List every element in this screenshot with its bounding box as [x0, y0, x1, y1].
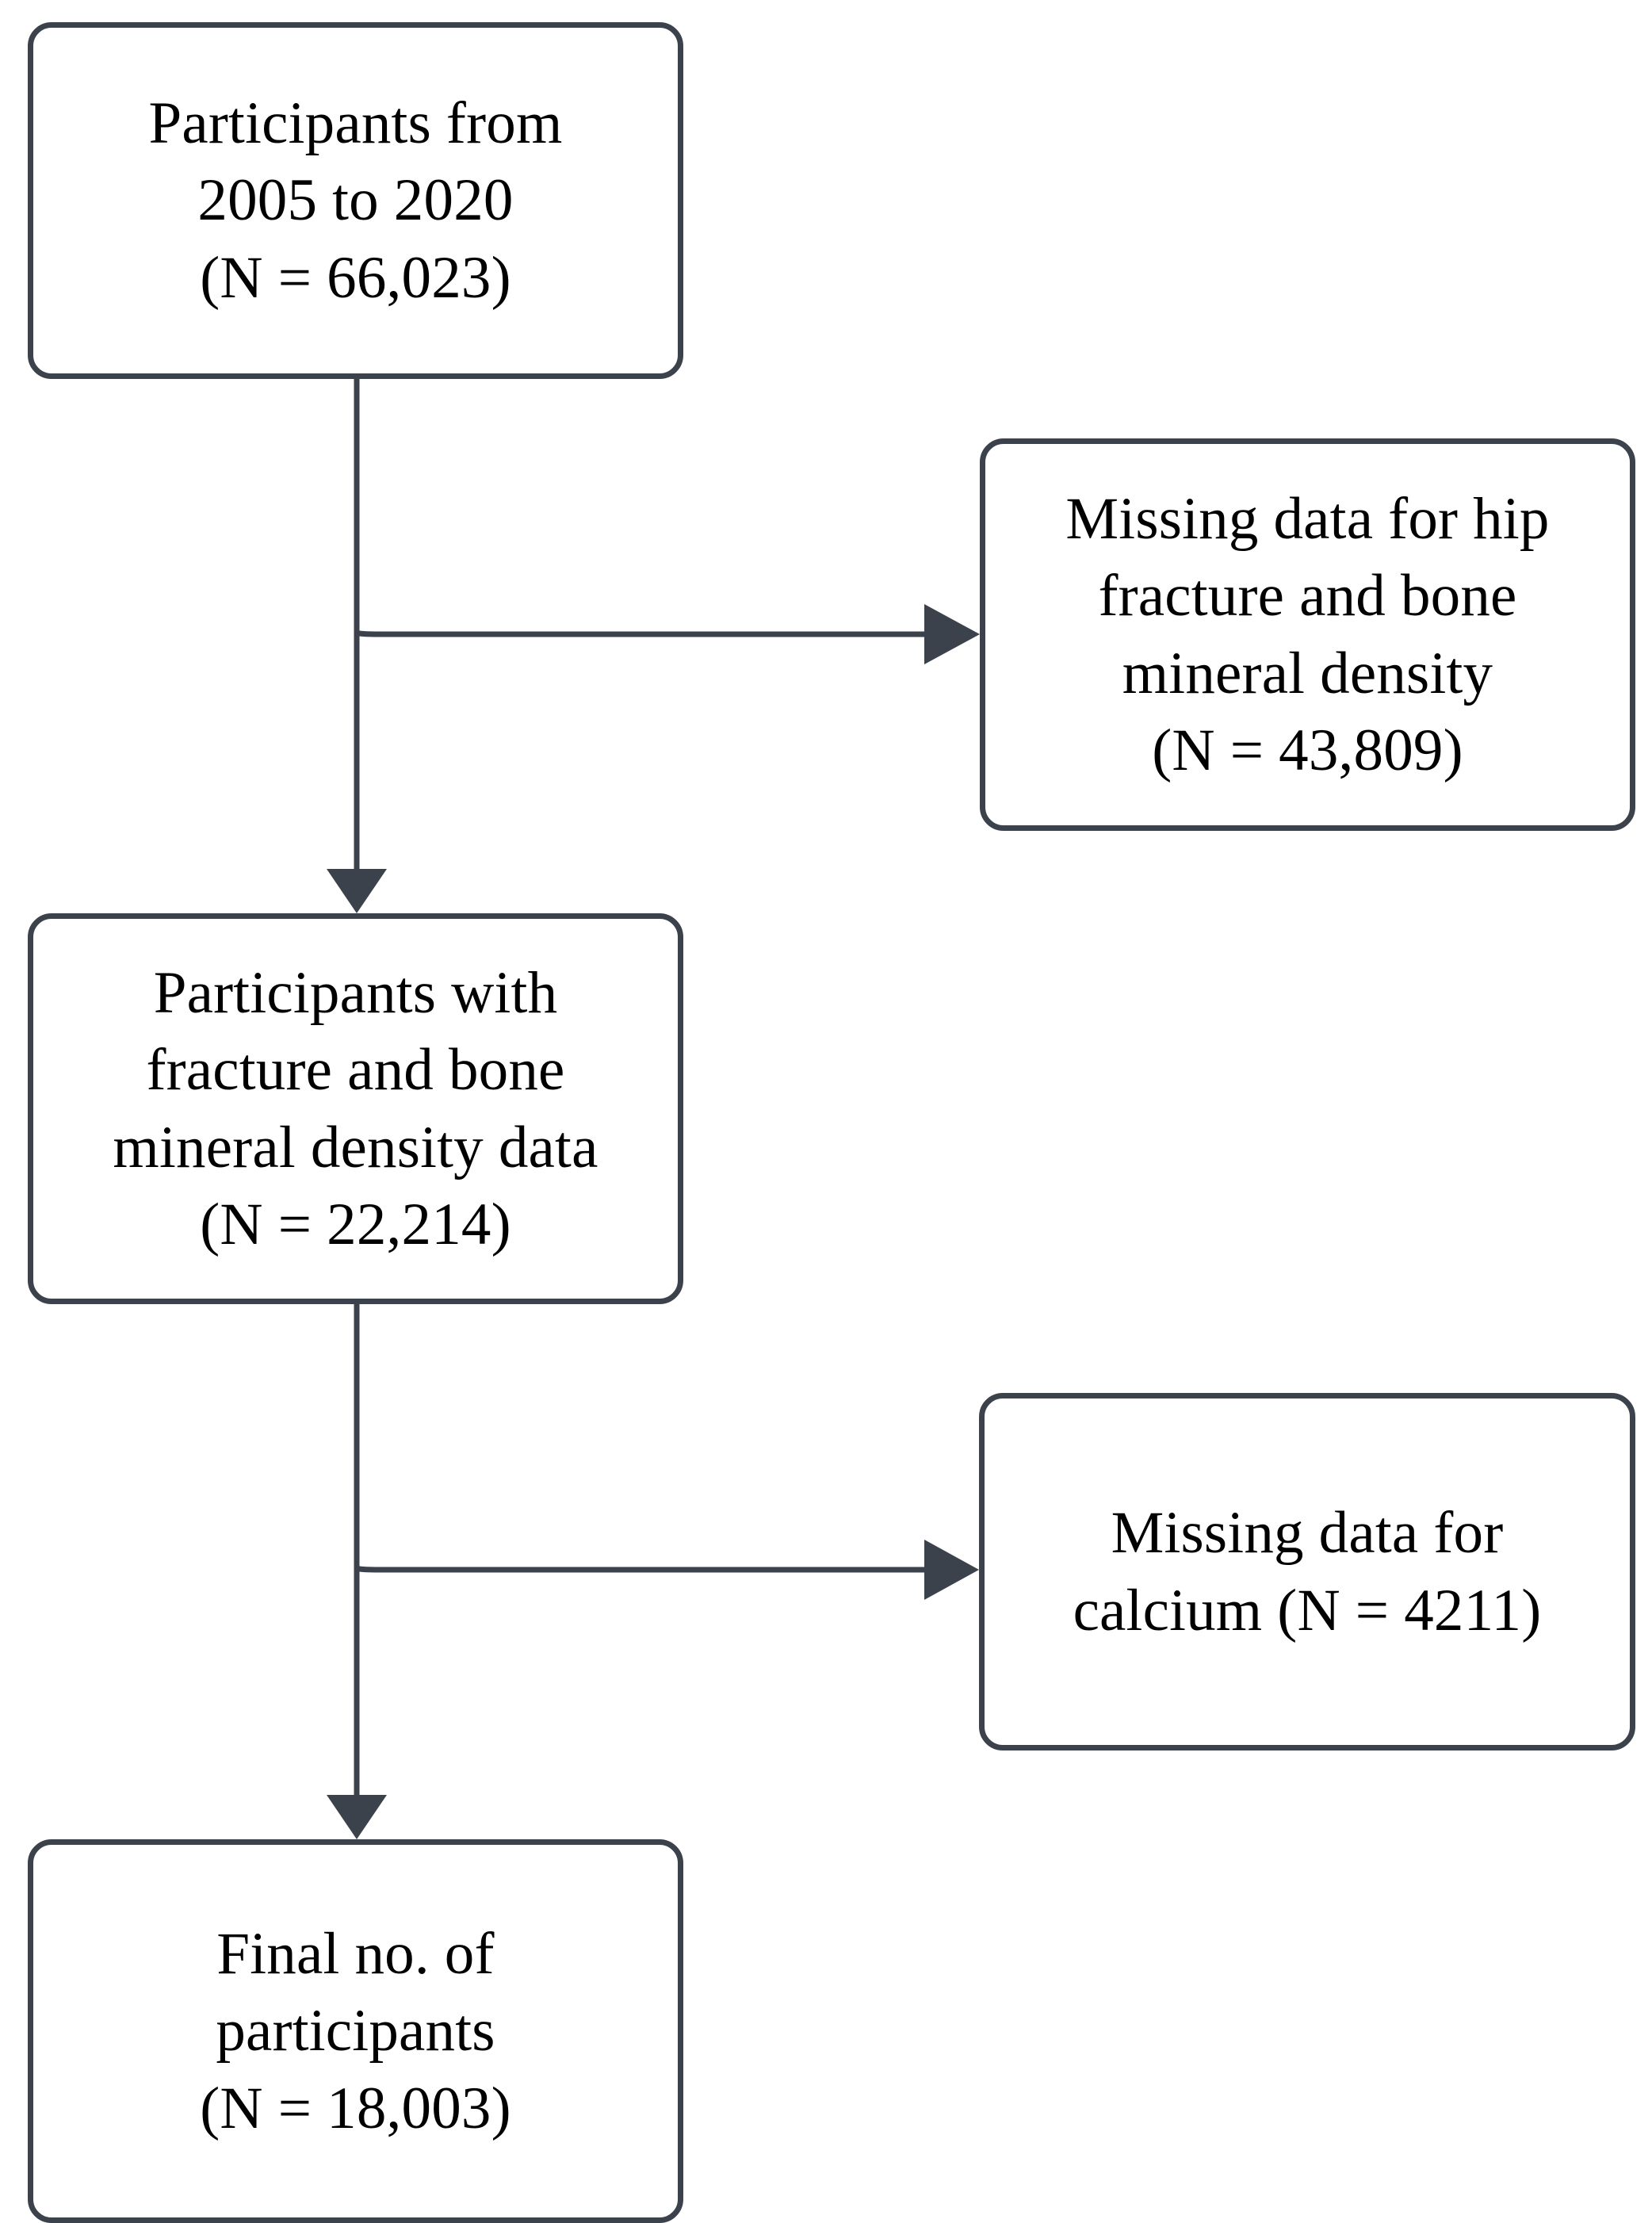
connector-withdata-to-excluded-calcium-line — [354, 1565, 927, 1573]
node-final-participants: Final no. of participants (N = 18,003) — [28, 1839, 683, 2223]
node-participants-total-label: Participants from 2005 to 2020 (N = 66,0… — [148, 90, 563, 311]
node-excluded-missing-hip-bmd-label: Missing data for hip fracture and bone m… — [1065, 485, 1550, 784]
node-excluded-missing-calcium-label: Missing data for calcium (N = 4211) — [1073, 1500, 1542, 1643]
connector-total-to-excluded-hip-line — [354, 629, 927, 637]
node-final-participants-label: Final no. of participants (N = 18,003) — [200, 1920, 511, 2141]
node-participants-with-fracture-bmd: Participants with fracture and bone mine… — [28, 913, 683, 1304]
node-participants-total: Participants from 2005 to 2020 (N = 66,0… — [28, 22, 683, 379]
node-participants-with-fracture-bmd-label: Participants with fracture and bone mine… — [113, 959, 598, 1258]
node-excluded-missing-calcium: Missing data for calcium (N = 4211) — [979, 1393, 1635, 1750]
node-excluded-missing-hip-bmd: Missing data for hip fracture and bone m… — [980, 438, 1635, 831]
arrowhead-right-to-excluded-calcium — [924, 1540, 979, 1600]
arrowhead-down-to-final — [327, 1795, 387, 1839]
arrowhead-right-to-excluded-hip — [924, 604, 980, 664]
arrowhead-down-to-withdata — [327, 869, 387, 913]
